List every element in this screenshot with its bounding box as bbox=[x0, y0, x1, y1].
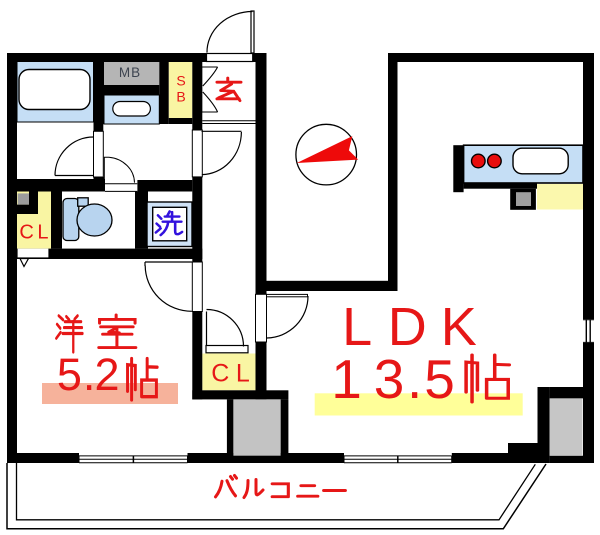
svg-text:2: 2 bbox=[94, 349, 119, 400]
svg-text:3: 3 bbox=[374, 348, 405, 410]
svg-text:5: 5 bbox=[424, 348, 455, 410]
svg-text:CL: CL bbox=[211, 359, 256, 387]
svg-text:L: L bbox=[342, 297, 372, 357]
svg-text:5: 5 bbox=[57, 349, 82, 400]
svg-text:D: D bbox=[388, 297, 427, 357]
svg-text:K: K bbox=[441, 297, 477, 357]
svg-text:1: 1 bbox=[331, 348, 362, 410]
svg-text:B: B bbox=[176, 89, 185, 105]
svg-text:.: . bbox=[83, 349, 96, 400]
svg-text:S: S bbox=[176, 73, 185, 89]
svg-text:MB: MB bbox=[119, 65, 141, 80]
svg-text:.: . bbox=[407, 348, 422, 410]
svg-text:CL: CL bbox=[19, 222, 52, 244]
